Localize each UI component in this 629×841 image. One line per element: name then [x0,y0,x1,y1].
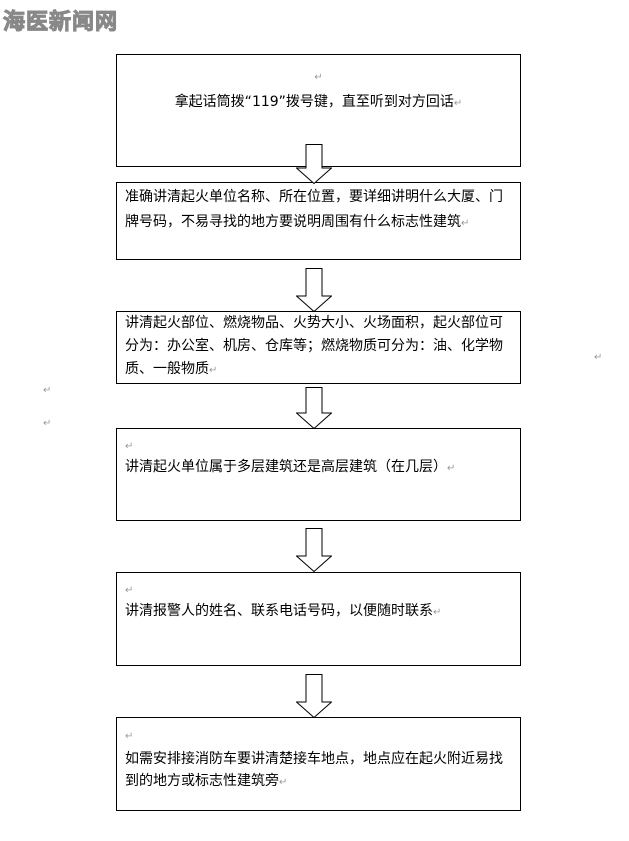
paragraph-mark: ↵ [453,98,463,109]
step-4-text: 讲清起火单位属于多层建筑还是高层建筑（在几层） [125,459,447,475]
step-5-text: 讲清报警人的姓名、联系电话号码，以便随时联系 [125,603,433,619]
watermark-logo: 海医新闻网 [2,10,119,36]
down-arrow-icon [296,674,332,718]
step-2-text: 准确讲清起火单位名称、所在位置，要详细讲明什么大厦、门牌号码，不易寻找的地方要说… [125,189,503,230]
step-6-box: ↵ 如需安排接消防车要讲清楚接车地点，地点应在起火附近易找到的地方或标志性建筑旁… [116,717,521,811]
paragraph-mark: ↵ [594,352,603,363]
step-2-box: 准确讲清起火单位名称、所在位置，要详细讲明什么大厦、门牌号码，不易寻找的地方要说… [116,182,521,260]
paragraph-mark: ↵ [433,607,442,618]
paragraph-mark: ↵ [461,218,470,229]
down-arrow-icon [296,528,332,572]
paragraph-mark: ↵ [209,365,218,376]
paragraph-mark: ↵ [125,441,134,452]
paragraph-mark: ↵ [43,385,52,396]
step-5-box: ↵ 讲清报警人的姓名、联系电话号码，以便随时联系↵ [116,572,521,666]
paragraph-mark: ↵ [279,777,288,788]
step-3-box: 讲清起火部位、燃烧物品、火势大小、火场面积，起火部位可分为：办公室、机房、仓库等… [116,311,521,384]
down-arrow-icon [296,387,332,429]
paragraph-mark: ↵ [314,72,323,83]
step-6-text: 如需安排接消防车要讲清楚接车地点，地点应在起火附近易找到的地方或标志性建筑旁 [125,751,503,789]
paragraph-mark: ↵ [125,585,134,596]
step-1-text: 拿起话筒拨“119”拨号键，直至听到对方回话 [174,94,454,110]
paragraph-mark: ↵ [125,731,134,742]
step-4-box: ↵ 讲清起火单位属于多层建筑还是高层建筑（在几层）↵ [116,428,521,521]
down-arrow-icon [296,144,332,184]
down-arrow-icon [296,268,332,312]
paragraph-mark: ↵ [43,418,52,429]
paragraph-mark: ↵ [447,463,456,474]
step-3-text: 讲清起火部位、燃烧物品、火势大小、火场面积，起火部位可分为：办公室、机房、仓库等… [125,315,503,377]
